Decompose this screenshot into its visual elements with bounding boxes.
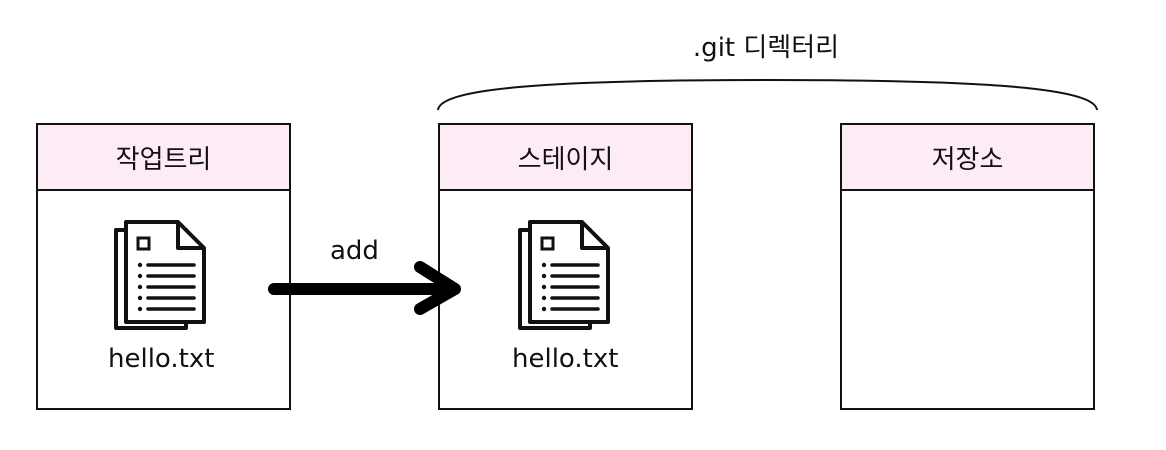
git-directory-label: .git 디렉터리 bbox=[692, 33, 840, 63]
document-icon bbox=[518, 220, 610, 330]
staging-file-label: hello.txt bbox=[512, 344, 619, 374]
repository-box: 저장소 bbox=[840, 123, 1095, 410]
add-arrow-label: add bbox=[330, 236, 379, 266]
staging-box: 스테이지 bbox=[438, 123, 693, 410]
arrow-right-icon bbox=[268, 261, 461, 315]
document-icon bbox=[114, 220, 206, 330]
repository-header: 저장소 bbox=[842, 125, 1093, 191]
working-tree-header: 작업트리 bbox=[38, 125, 289, 191]
staging-header: 스테이지 bbox=[440, 125, 691, 191]
git-directory-brace bbox=[437, 78, 1098, 111]
working-tree-file-label: hello.txt bbox=[108, 344, 215, 374]
working-tree-box: 작업트리 bbox=[36, 123, 291, 410]
